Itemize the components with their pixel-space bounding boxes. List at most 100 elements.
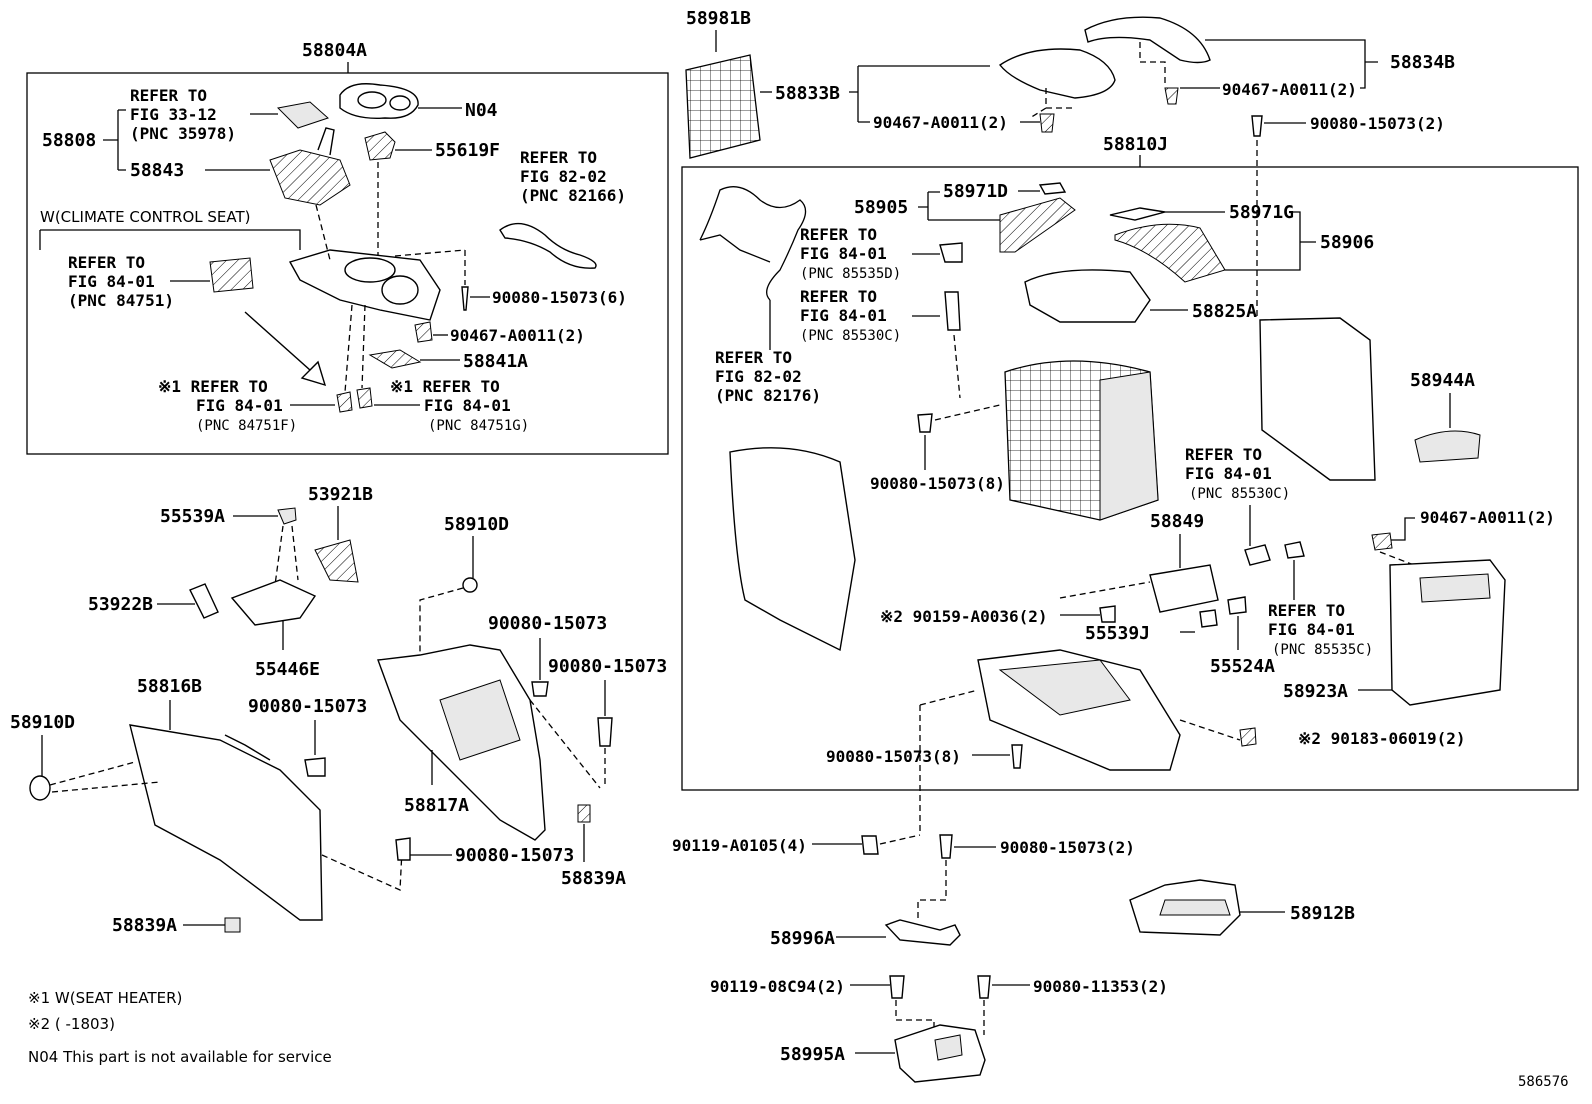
part-55524A xyxy=(1227,596,1247,615)
direction-arrow xyxy=(244,311,327,387)
label-58906: 58906 xyxy=(1320,232,1374,253)
screw-9008015073-2a xyxy=(1251,115,1263,137)
label-90080-15073-d: 90080-15073 xyxy=(455,845,574,866)
socket-85535C xyxy=(1284,541,1305,559)
armrest-58834B xyxy=(1084,16,1211,64)
clip-55539A xyxy=(277,507,297,525)
screw-9008015073-8b xyxy=(1011,744,1023,769)
ref-85530C-2-line3: (PNC 85530C) xyxy=(1189,486,1290,502)
label-90467-A0011-2-b: 90467-A0011(2) xyxy=(873,113,1008,132)
part-55539J xyxy=(1199,609,1218,628)
clip-90467-a xyxy=(414,321,433,343)
label-58923A: 58923A xyxy=(1283,681,1348,702)
label-58849: 58849 xyxy=(1150,511,1204,532)
label-58843: 58843 xyxy=(130,160,184,181)
ref-82176-line3: (PNC 82176) xyxy=(715,386,821,405)
ref-85530C-2-line2: FIG 84-01 xyxy=(1185,464,1272,483)
screw-9008015073-c xyxy=(304,757,326,777)
ref-fig33-line1: REFER TO xyxy=(130,86,207,105)
cover-53921B xyxy=(314,539,359,583)
ref-84751G-line1: ※1 REFER TO xyxy=(390,377,500,396)
label-58808: 58808 xyxy=(42,130,96,151)
label-58996A: 58996A xyxy=(770,928,835,949)
clip-58839A-b xyxy=(224,917,241,933)
label-55446E: 55446E xyxy=(255,659,320,680)
label-90467-A0011-2-d: 90467-A0011(2) xyxy=(1420,508,1555,527)
label-58804A: 58804A xyxy=(302,40,367,61)
label-90183-06019-2: ※2 90183-06019(2) xyxy=(1298,729,1466,748)
bezel-58849 xyxy=(1149,564,1219,613)
cap-58910D-a xyxy=(462,577,478,593)
clip-90467-b xyxy=(1039,113,1055,133)
note-seat-heater: ※1 W(SEAT HEATER) xyxy=(28,989,182,1007)
label-90119-08C94-2: 90119-08C94(2) xyxy=(710,977,845,996)
screw-9008015073-b xyxy=(597,717,613,747)
label-55539J: 55539J xyxy=(1085,623,1150,644)
ref-85530C-2-line1: REFER TO xyxy=(1185,445,1262,464)
socket-85535D xyxy=(939,242,963,263)
ref-85530C-line1: REFER TO xyxy=(800,287,877,306)
ref-fig33-line2: FIG 33-12 xyxy=(130,105,217,124)
switch-55619F xyxy=(364,131,396,161)
screw-9008015073-a xyxy=(531,681,549,697)
cover-part xyxy=(276,101,329,129)
label-58944A: 58944A xyxy=(1410,370,1475,391)
note-date-range: ※2 ( -1803) xyxy=(28,1015,115,1033)
label-90080-15073-8-a: 90080-15073(8) xyxy=(870,474,1005,493)
ref-85535D-line1: REFER TO xyxy=(800,225,877,244)
label-58817A: 58817A xyxy=(404,795,469,816)
label-53921B: 53921B xyxy=(308,484,373,505)
label-58905: 58905 xyxy=(854,197,908,218)
ref-84751G-line2: FIG 84-01 xyxy=(424,396,511,415)
label-58816B: 58816B xyxy=(137,676,202,697)
screw-9008015073-6 xyxy=(461,286,469,311)
ref-82166-line2: FIG 82-02 xyxy=(520,167,607,186)
label-55539A: 55539A xyxy=(160,506,225,527)
label-58910D-a: 58910D xyxy=(444,514,509,535)
ref-85535C-line1: REFER TO xyxy=(1268,601,1345,620)
lid-58944A xyxy=(1414,430,1481,463)
panel-58944A xyxy=(1259,317,1376,481)
label-90080-11353-2: 90080-11353(2) xyxy=(1033,977,1168,996)
trim-58971D xyxy=(1038,182,1067,195)
ref-85535C-line3: (PNC 85535C) xyxy=(1272,642,1373,658)
armrest-58833B xyxy=(998,48,1116,99)
label-90080-15073-8-b: 90080-15073(8) xyxy=(826,747,961,766)
socket-85530C xyxy=(944,291,961,331)
screw-90159 xyxy=(1099,605,1116,623)
figure-number: 586576 xyxy=(1518,1074,1569,1090)
label-58995A: 58995A xyxy=(780,1044,845,1065)
ref-82166-line3: (PNC 82166) xyxy=(520,186,626,205)
label-90080-15073-2-a: 90080-15073(2) xyxy=(1310,114,1445,133)
label-90080-15073-b: 90080-15073 xyxy=(548,656,667,677)
bolt-90119-a0105 xyxy=(861,835,879,855)
screw-9008015073-d xyxy=(395,837,411,861)
ref-85535D-line3: (PNC 85535D) xyxy=(800,266,901,282)
note-n04: N04 This part is not available for servi… xyxy=(28,1048,332,1066)
label-90119-A0105-4: 90119-A0105(4) xyxy=(672,836,807,855)
label-58910D-b: 58910D xyxy=(10,712,75,733)
label-55619F: 55619F xyxy=(435,140,500,161)
bracket-55446E xyxy=(230,579,317,626)
label-90080-15073-a: 90080-15073 xyxy=(488,613,607,634)
nut-90183 xyxy=(1239,727,1257,747)
ref-82176-line1: REFER TO xyxy=(715,348,792,367)
side-panel-58810J xyxy=(729,447,856,652)
ref-84751-line1: REFER TO xyxy=(68,253,145,272)
switch-84751G xyxy=(356,387,373,409)
label-90467-A0011-2-c: 90467-A0011(2) xyxy=(1222,80,1357,99)
shift-knob-part xyxy=(269,149,351,206)
ref-82166-line1: REFER TO xyxy=(520,148,597,167)
label-90080-15073-6: 90080-15073(6) xyxy=(492,288,627,307)
ref-84751F-line3: (PNC 84751F) xyxy=(196,418,297,434)
label-58912B: 58912B xyxy=(1290,903,1355,924)
ref-fig33-line3: (PNC 35978) xyxy=(130,124,236,143)
label-53922B: 53922B xyxy=(88,594,153,615)
ref-84751-line3: (PNC 84751) xyxy=(68,291,174,310)
label-90080-15073-2-b: 90080-15073(2) xyxy=(1000,838,1135,857)
ref-85530C-line2: FIG 84-01 xyxy=(800,306,887,325)
ref-82176-line2: FIG 82-02 xyxy=(715,367,802,386)
wire-harness-82166 xyxy=(499,222,597,269)
